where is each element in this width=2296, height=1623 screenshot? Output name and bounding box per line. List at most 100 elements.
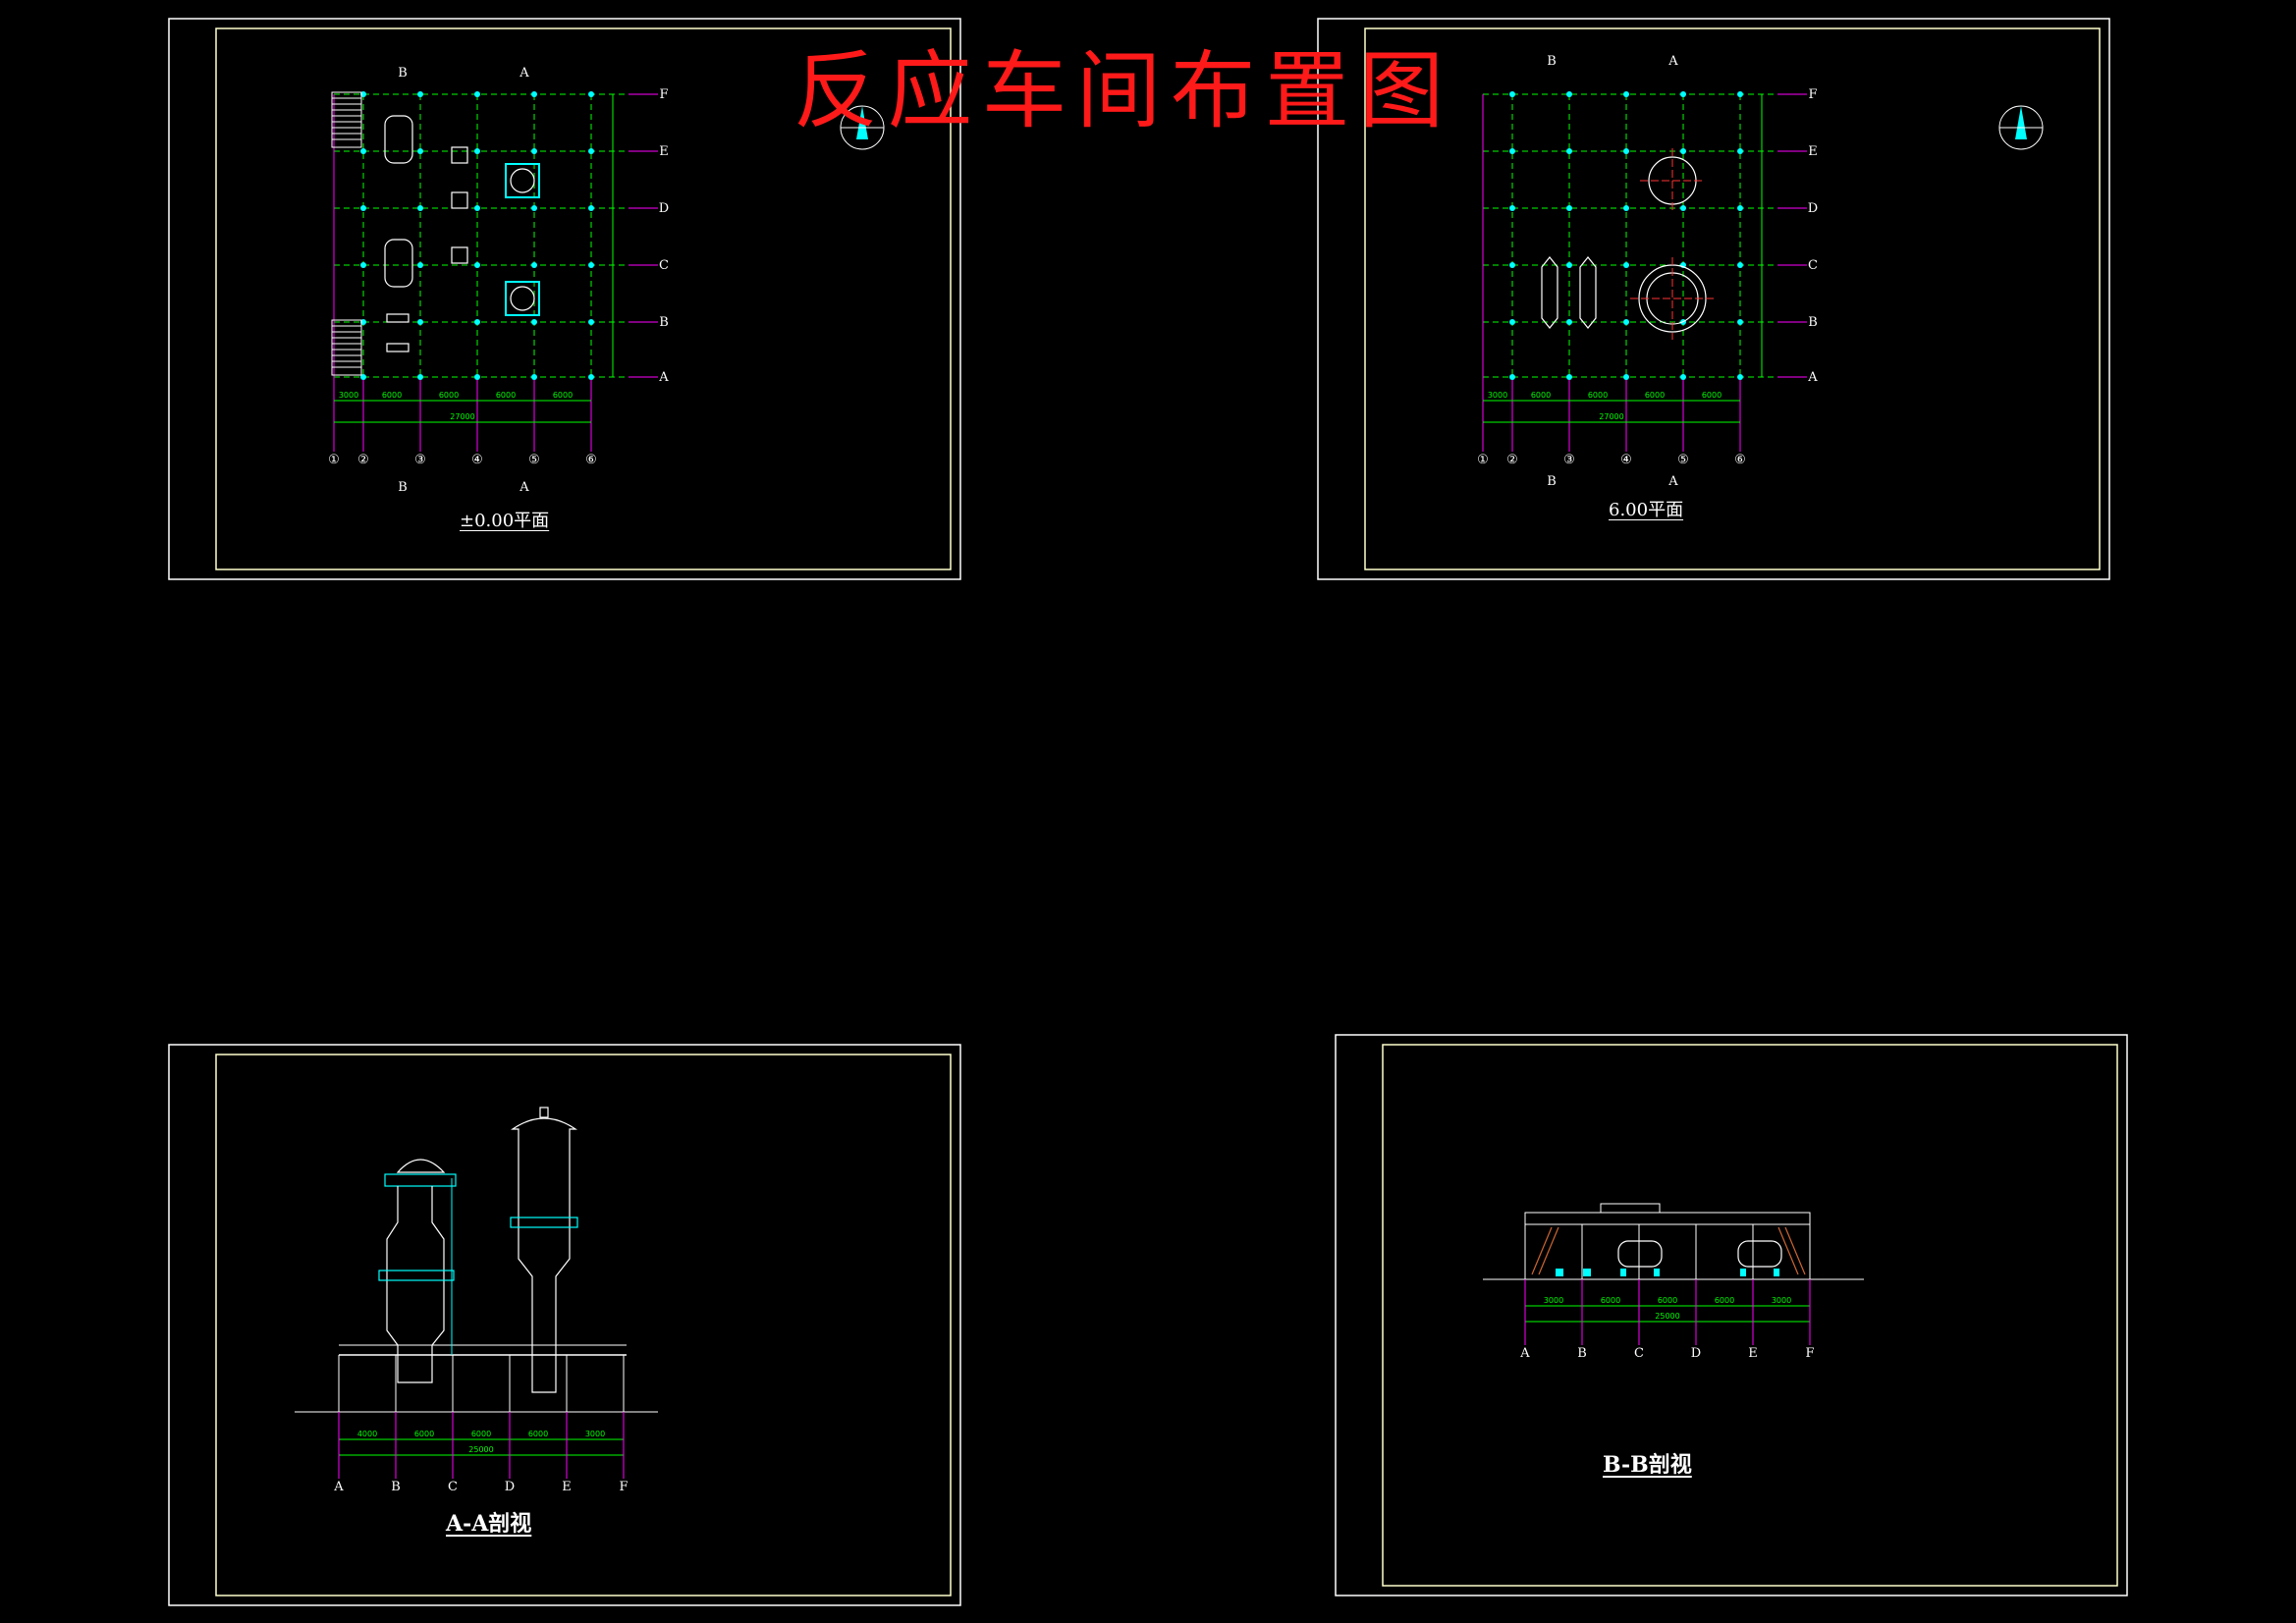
dim-text-6m: 3000 6000 6000 6000 6000 27000 (1488, 391, 1722, 421)
axis-number: ③ (414, 453, 426, 467)
section-mark: B (1547, 474, 1557, 489)
axis-letter: C (1808, 258, 1818, 273)
axis-letter: F (659, 87, 668, 102)
dim-text: 6000 (1601, 1296, 1620, 1305)
grid-lines (1483, 93, 1777, 378)
dim-text-aa: 4000 6000 6000 6000 3000 25000 (357, 1430, 605, 1454)
section-mark: A (519, 480, 529, 495)
equipment-6m (1541, 156, 1707, 333)
axis-letter: E (562, 1480, 572, 1494)
axis-number: ⑤ (528, 453, 540, 467)
axis-number: ⑥ (585, 453, 597, 467)
axis-lines (1482, 93, 1807, 452)
axis-letter: F (619, 1480, 628, 1494)
reactor-tower-right (510, 1107, 578, 1393)
axis-letter: B (659, 315, 669, 330)
axis-letter: A (658, 370, 669, 385)
sheet-section-bb (1335, 1034, 2128, 1596)
dimension-lines (1483, 94, 1763, 423)
axis-labels-bb: A B C D E F (1519, 1346, 1814, 1361)
dim-text: 6000 (496, 391, 516, 400)
reactor-base (505, 163, 540, 198)
axis-letter: F (1805, 1346, 1814, 1361)
vertical-tank (384, 115, 413, 164)
axis-letter: C (448, 1480, 458, 1494)
dim-text: 6000 (382, 391, 402, 400)
compass-6m (1998, 105, 2044, 150)
axis-letter: D (505, 1480, 515, 1494)
axis-number: ④ (1620, 453, 1632, 467)
sheet-plan-ground (168, 18, 961, 580)
centerlines (1630, 148, 1715, 340)
pump-symbols (1556, 1269, 1779, 1276)
axis-letter: A (333, 1480, 344, 1494)
grid-lines (334, 93, 629, 378)
sheet-outer-frame (168, 18, 961, 580)
dim-text: 3000 (1488, 391, 1507, 400)
horizontal-vessels (1617, 1240, 1782, 1268)
dim-text: 3000 (1772, 1296, 1791, 1305)
dim-text: 6000 (439, 391, 459, 400)
vertical-tank (384, 239, 413, 288)
reactor (510, 168, 535, 193)
dim-text: 6000 (1588, 391, 1608, 400)
dim-text: 3000 (585, 1430, 605, 1438)
pump (451, 146, 468, 164)
stairs-bottom (331, 319, 362, 376)
dim-total: 25000 (1655, 1312, 1679, 1321)
axis-labels-aa: A B C D E F (333, 1480, 628, 1494)
column-vessel (1541, 256, 1558, 329)
section-mark: A (1667, 54, 1678, 69)
drawing-title: 反应车间布置图 (793, 42, 1453, 140)
section-mark: B (398, 66, 408, 81)
dimension-lines (1525, 1305, 1810, 1323)
section-mark: A (1667, 474, 1678, 489)
stairs-section (1531, 1226, 1806, 1275)
axis-number: ③ (1563, 453, 1575, 467)
platform-railing (338, 1344, 627, 1412)
axis-number: ② (357, 453, 369, 467)
reactor-tower-left (378, 1159, 457, 1383)
dim-text: 6000 (1715, 1296, 1734, 1305)
stairs-top (331, 91, 362, 148)
dimension-lines (339, 1438, 624, 1456)
axis-letter: B (391, 1480, 401, 1494)
axis-labels-ground: ① ② ③ ④ ⑤ ⑥ F E D C B A B A B A (328, 66, 669, 495)
sheet-plan-6m (1317, 18, 2110, 580)
view-label-6m: 6.00平面 (1609, 500, 1684, 520)
equipment-ground (384, 115, 540, 352)
axis-lines (333, 93, 658, 452)
dim-total: 27000 (450, 412, 474, 421)
dim-text: 6000 (1645, 391, 1665, 400)
section-mark: A (519, 66, 529, 81)
reactor-base (505, 281, 540, 316)
dimension-lines (334, 94, 614, 423)
dim-text: 6000 (414, 1430, 434, 1438)
column-vessel (1579, 256, 1597, 329)
axis-letter: A (1519, 1346, 1530, 1361)
axis-letter: E (659, 144, 669, 159)
sheet-section-aa (168, 1044, 961, 1606)
axis-letter: F (1808, 87, 1817, 102)
axis-number: ① (1477, 453, 1489, 467)
axis-labels-6m: ① ② ③ ④ ⑤ ⑥ F E D C B A B A B A (1477, 54, 1818, 489)
axis-letter: B (1808, 315, 1818, 330)
section-mark: B (398, 480, 408, 495)
axis-letter: B (1577, 1346, 1587, 1361)
pump (386, 343, 410, 352)
floor-slab (1524, 1203, 1811, 1279)
sheet-outer-frame (168, 1044, 961, 1606)
section-mark: B (1547, 54, 1557, 69)
dim-text-bb: 3000 6000 6000 6000 3000 25000 (1544, 1296, 1791, 1321)
dim-text: 6000 (1658, 1296, 1677, 1305)
axis-number: ⑥ (1734, 453, 1746, 467)
axis-number: ② (1506, 453, 1518, 467)
dim-text: 6000 (1531, 391, 1551, 400)
view-label-section-bb: B-B剖视 (1603, 1452, 1692, 1478)
dim-text: 3000 (1544, 1296, 1563, 1305)
dim-text: 6000 (553, 391, 573, 400)
dim-total: 27000 (1599, 412, 1623, 421)
axis-letter: A (1807, 370, 1818, 385)
axis-number: ⑤ (1677, 453, 1689, 467)
